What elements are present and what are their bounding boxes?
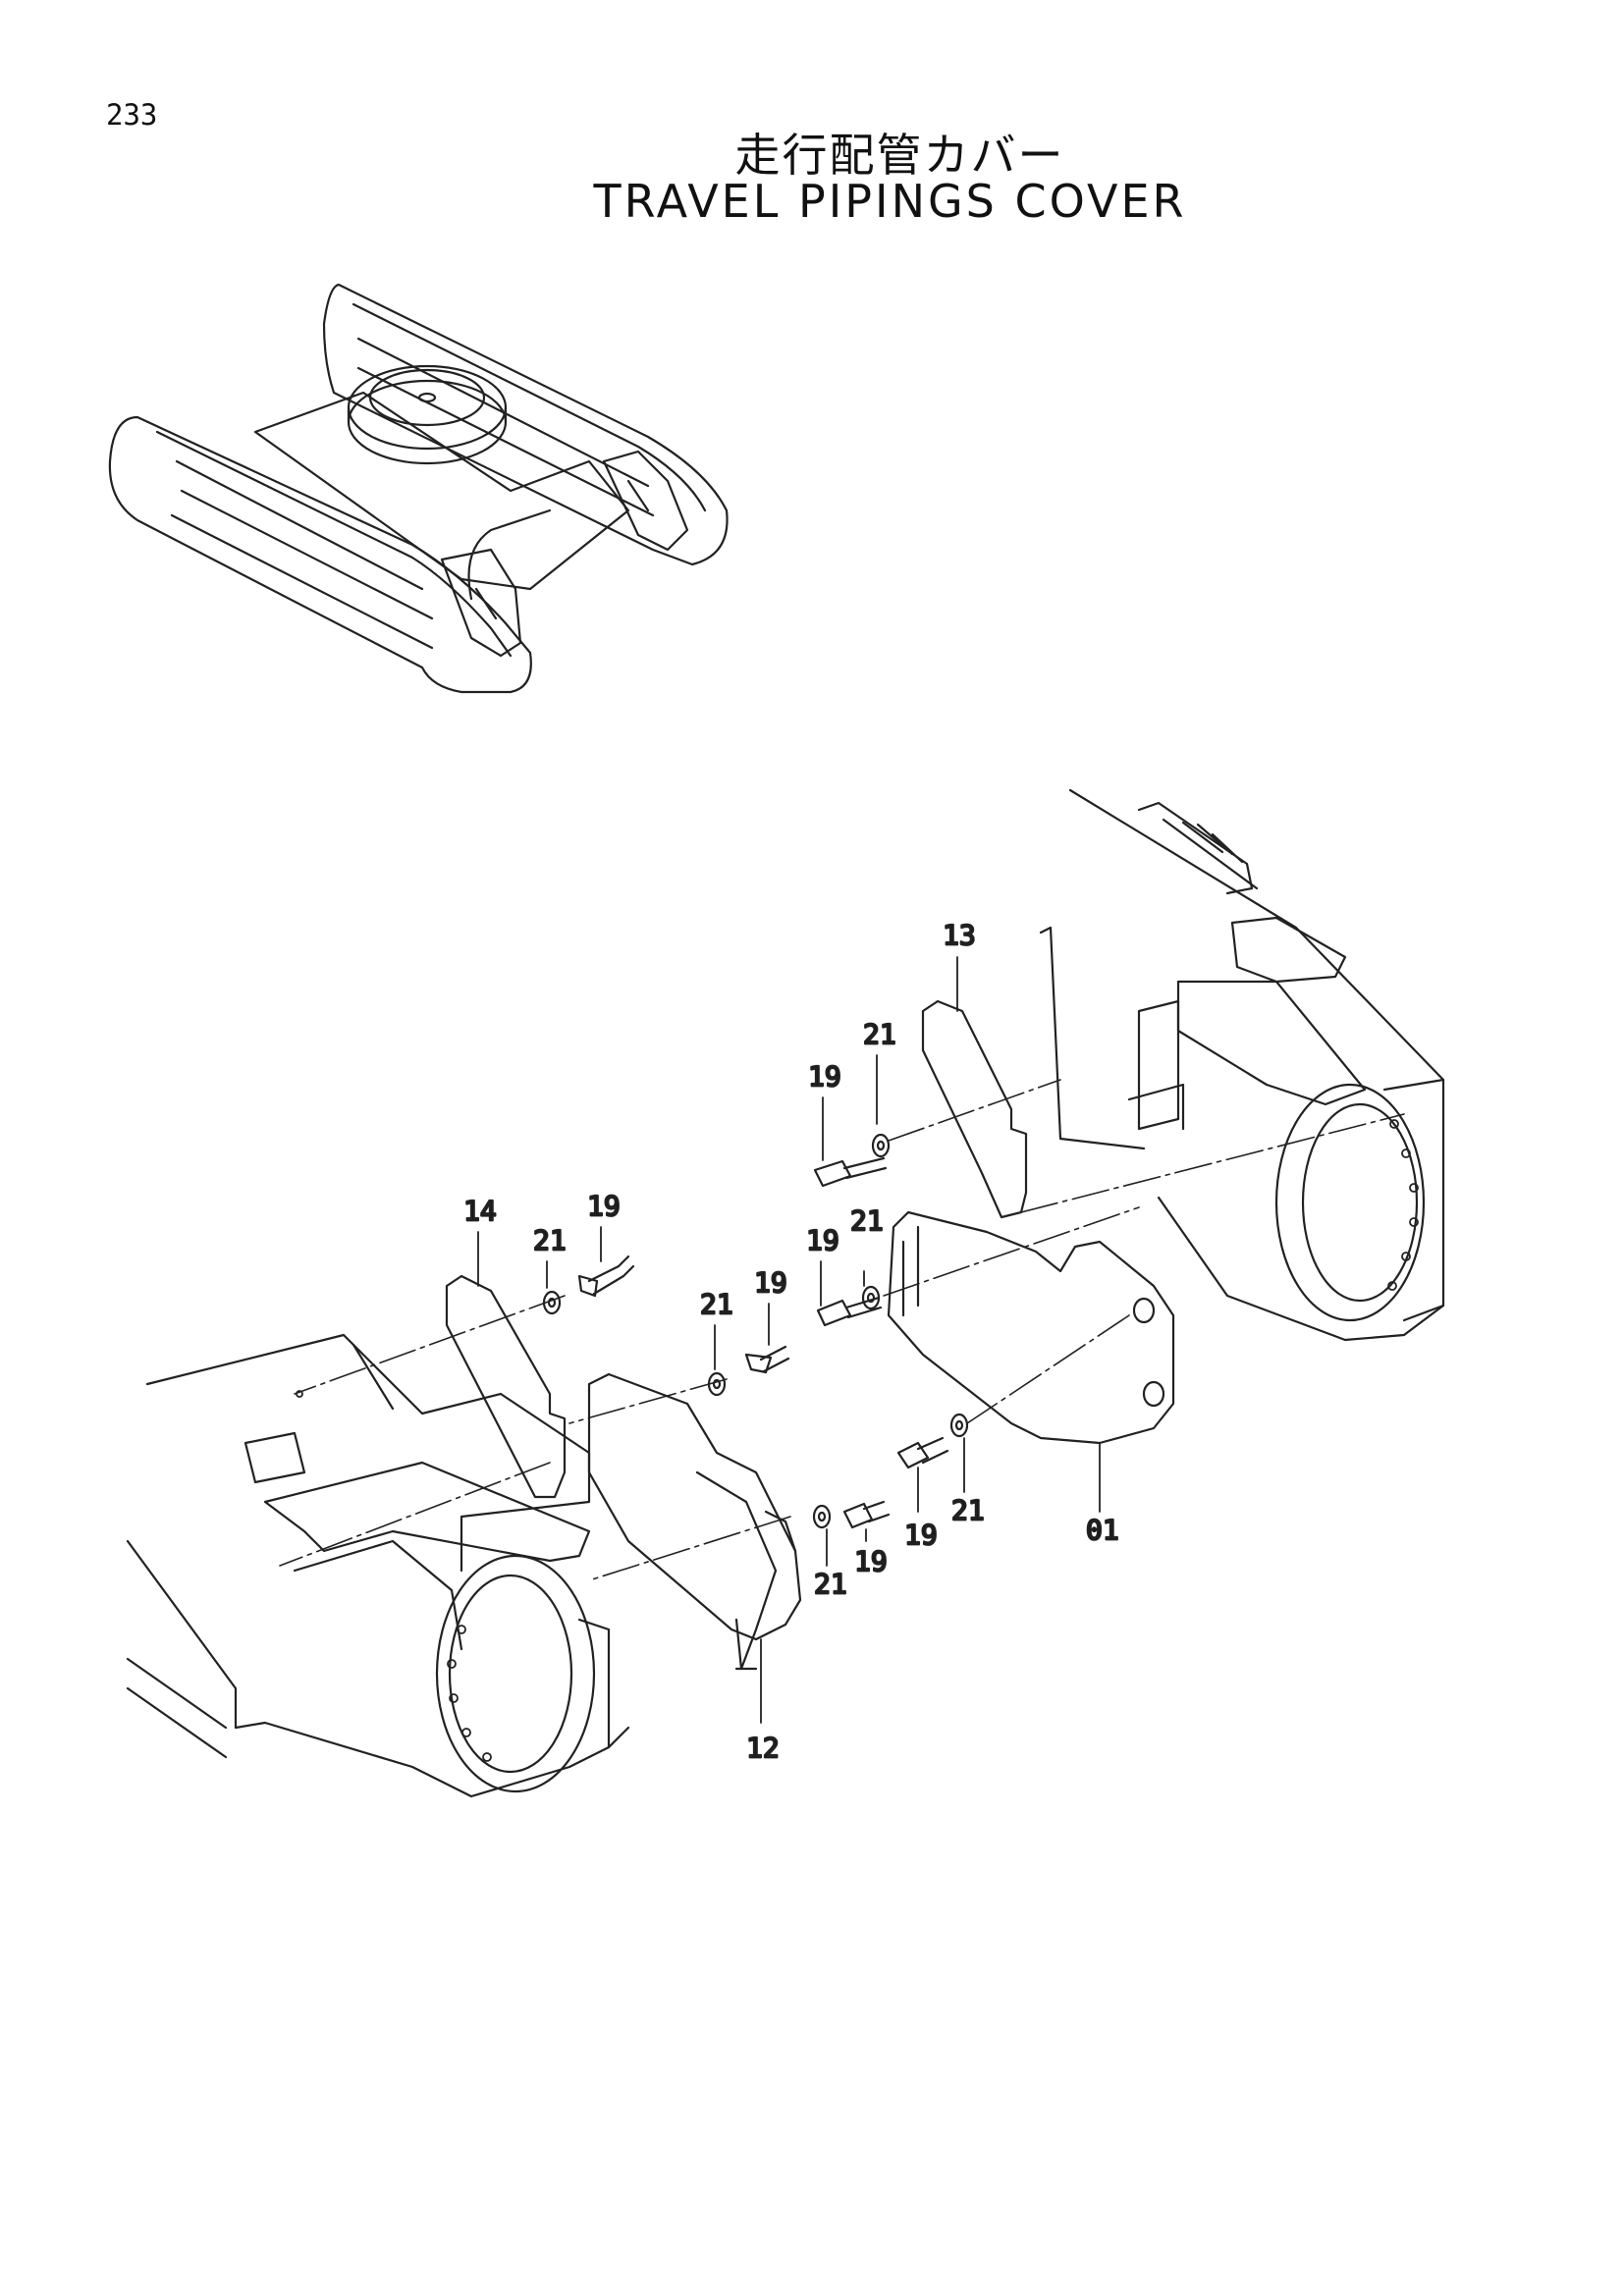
part-label-19-b: 19: [587, 1190, 621, 1222]
cover-12-detail: [734, 1510, 797, 1671]
part-label-14: 14: [463, 1195, 497, 1227]
leader-lines: [477, 956, 1101, 1724]
part-label-01: 01: [1086, 1514, 1119, 1546]
part-label-21-b: 21: [533, 1224, 567, 1256]
part-label-13: 13: [943, 919, 976, 951]
part-label-19-f: 19: [854, 1545, 888, 1577]
page-number: 233: [106, 98, 158, 132]
cover-12: [587, 1372, 802, 1641]
bracket-plate-13: [921, 999, 1028, 1219]
title-english: TRAVEL PIPINGS COVER: [593, 175, 1187, 228]
title-japanese: 走行配管カバー: [734, 129, 1065, 182]
part-label-21-f: 21: [814, 1568, 847, 1600]
cover-12-flange: [695, 1470, 778, 1671]
cover-01-detail: [901, 1225, 920, 1317]
part-label-19-e: 19: [904, 1519, 938, 1551]
bracket-plate-14: [445, 1274, 567, 1499]
part-label-21-e: 21: [951, 1494, 985, 1526]
bolt-19-f: [842, 1500, 891, 1529]
part-label-19-c: 19: [806, 1224, 839, 1256]
cover-01: [887, 1210, 1175, 1445]
part-label-21-c: 21: [850, 1204, 884, 1237]
cover-01-boss-upper: [1132, 1297, 1156, 1324]
bolt-19-b: [577, 1255, 635, 1298]
cover-01-boss-lower: [1142, 1380, 1165, 1408]
undercarriage-overview: [108, 283, 729, 694]
part-label-21-a: 21: [863, 1018, 896, 1050]
bolt-19-a: [813, 1156, 888, 1188]
part-label-12: 12: [746, 1732, 780, 1764]
right-track-frame: [1039, 788, 1445, 1342]
left-track-frame: [126, 1333, 630, 1798]
part-label-21-d: 21: [700, 1288, 733, 1320]
bolt-19-e: [896, 1436, 949, 1469]
part-label-19-a: 19: [808, 1060, 841, 1093]
part-label-19-d: 19: [754, 1266, 787, 1299]
assembly-centerlines: [279, 1079, 1405, 1581]
bolt-19-d: [744, 1345, 790, 1374]
